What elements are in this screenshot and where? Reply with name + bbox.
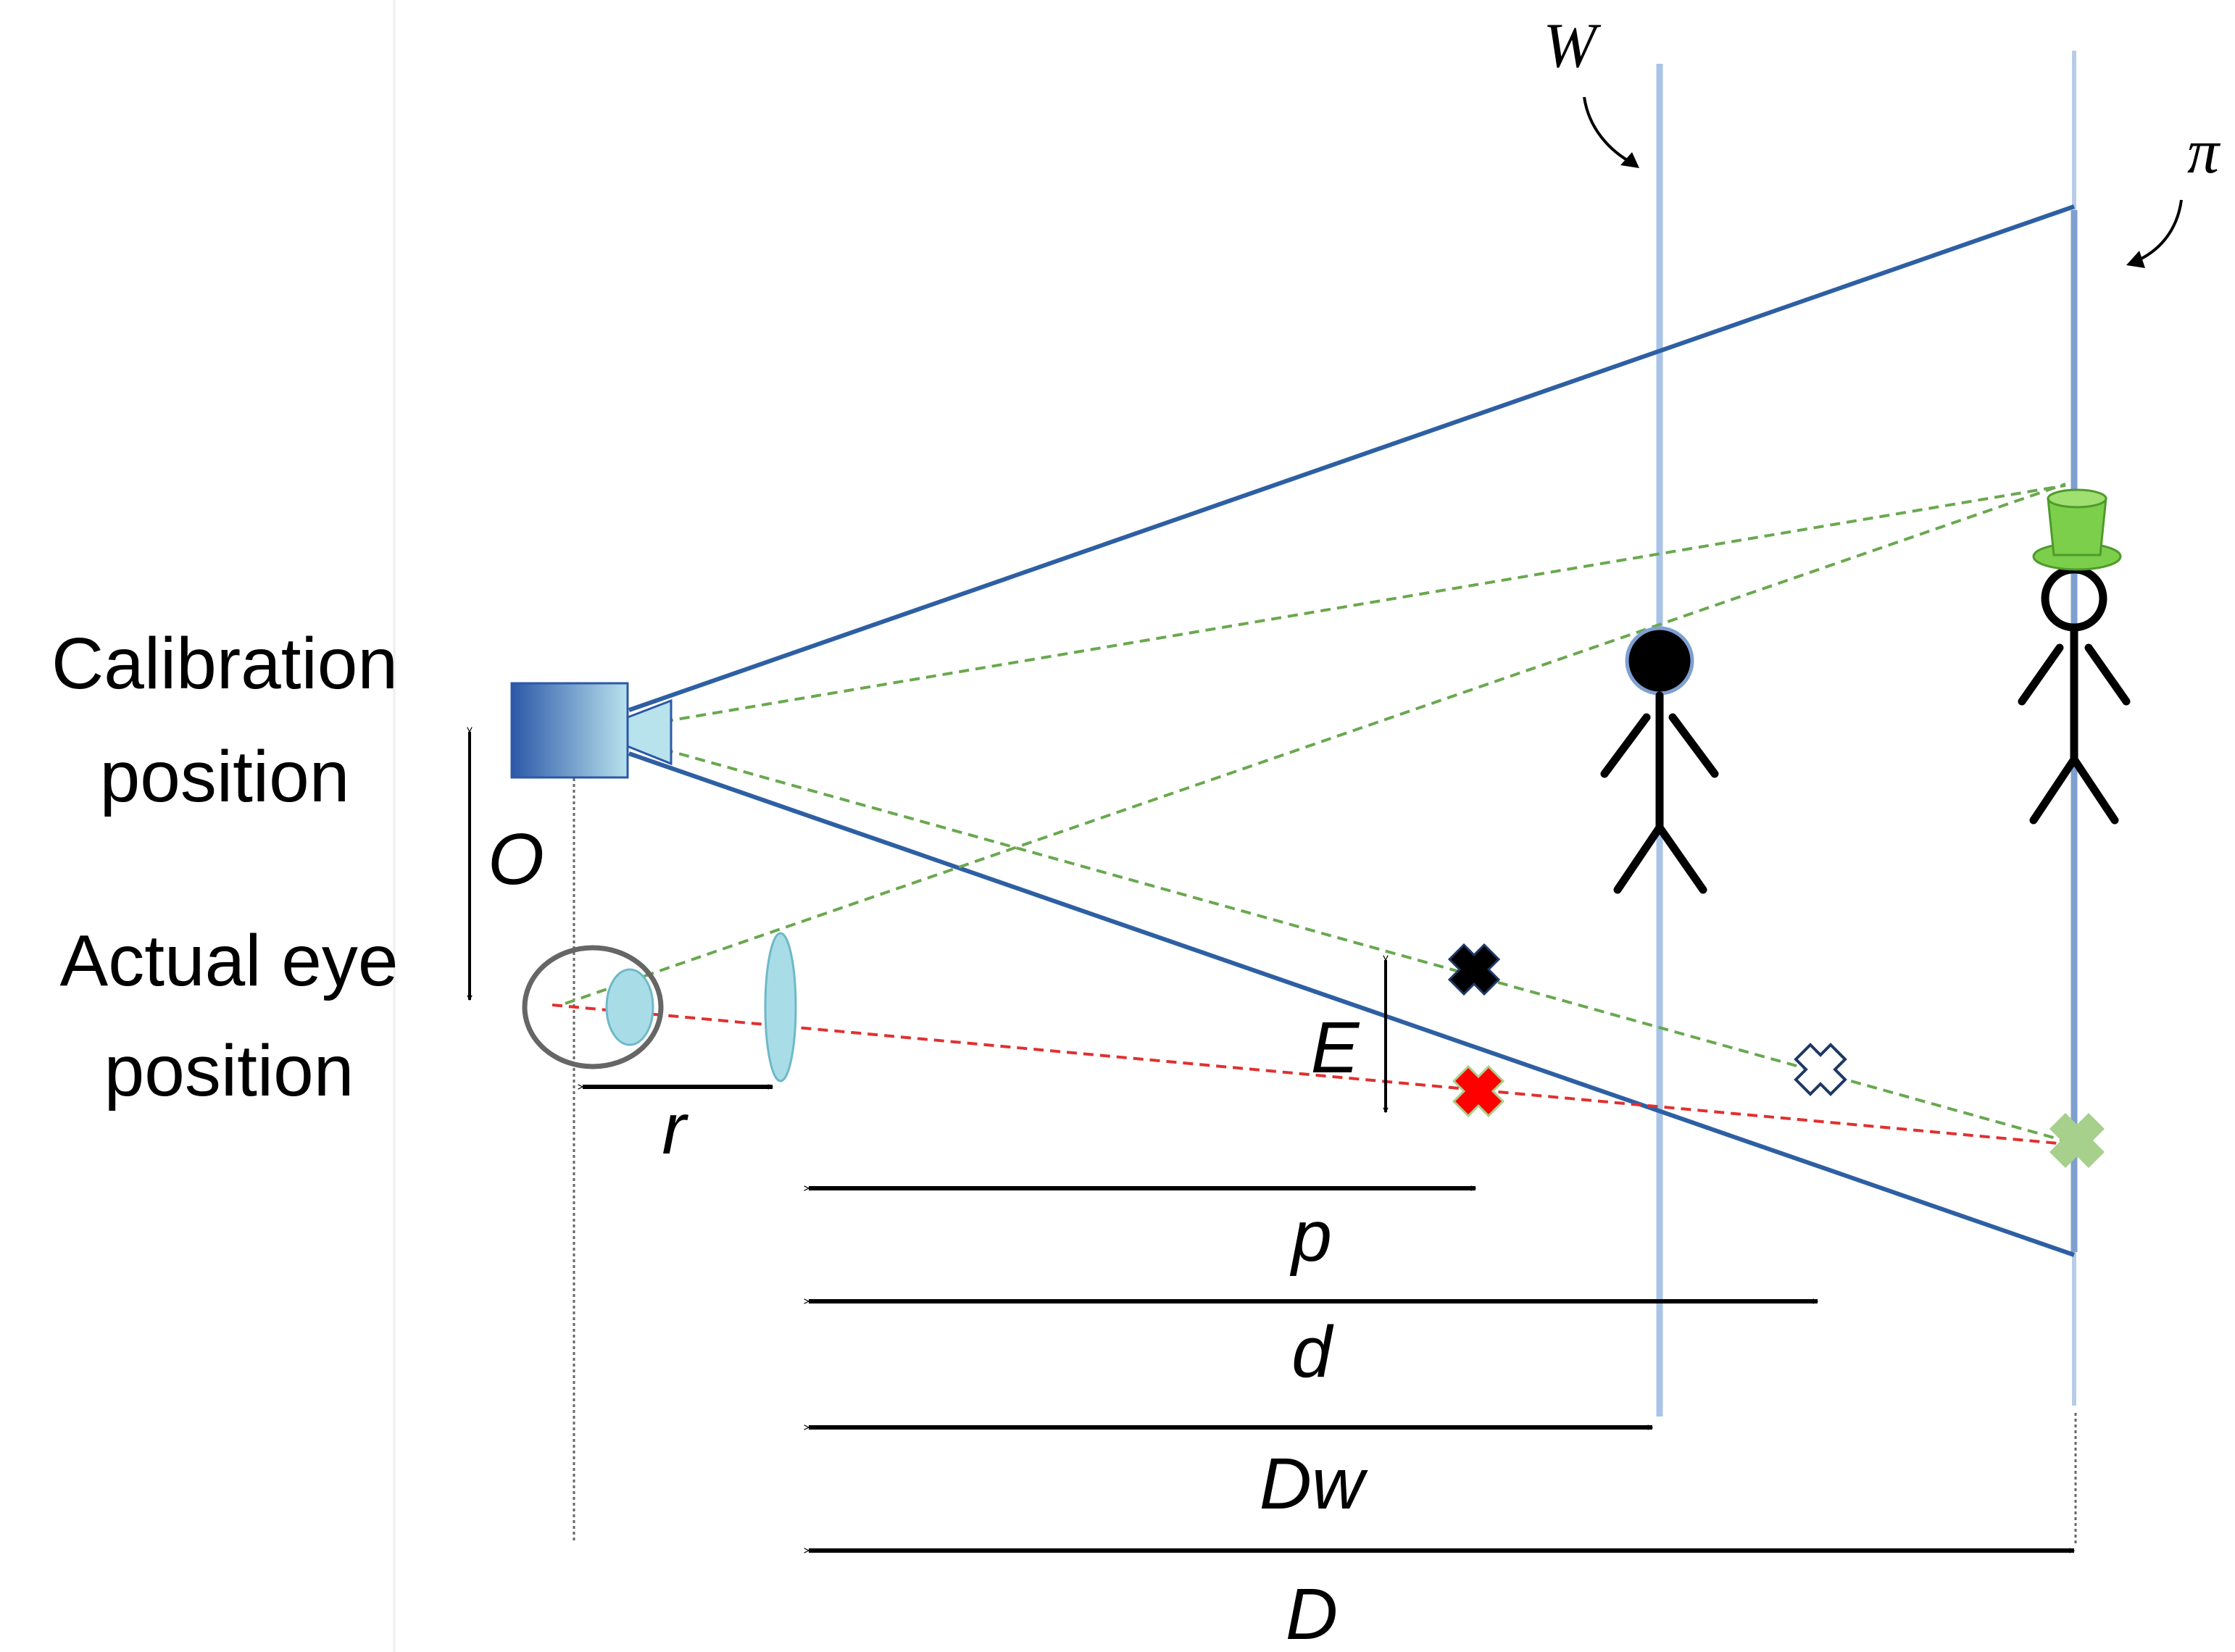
p-label: p [1289, 1196, 1332, 1277]
black-cross-icon [1447, 943, 1501, 996]
wall-pointer-arrow [1583, 96, 1634, 165]
d-label: d [1291, 1311, 1334, 1393]
actual-eye-label-line1: Actual eye [60, 920, 399, 1001]
wall-label: W [1543, 11, 1601, 81]
error-label: E [1311, 1007, 1360, 1088]
projection-line-upper [662, 484, 2066, 723]
person-icon [1600, 626, 1719, 894]
D-label: D [1286, 1574, 1338, 1652]
plane-label: π [2187, 117, 2221, 187]
actual-eye-label-line2: position [104, 1030, 354, 1111]
frustum-bottom-line [628, 751, 2075, 1257]
red-cross-icon [1452, 1064, 1505, 1118]
offset-label: O [488, 819, 544, 900]
eye-sightline-red [552, 1004, 2075, 1146]
person-with-hat-icon [2018, 488, 2131, 825]
eye-sightline-green [565, 483, 2066, 1005]
camera-icon [510, 682, 673, 779]
plane-pointer-arrow [2133, 199, 2183, 264]
calibration-label-line2: position [100, 736, 350, 817]
dw-label: Dw [1260, 1443, 1368, 1524]
wall-pointer-arrowhead [1620, 152, 1639, 168]
eye-relief-label: r [662, 1088, 688, 1169]
light-green-cross-icon [2049, 1113, 2105, 1168]
plane-pointer-arrowhead [2126, 251, 2145, 268]
projection-line-lower [662, 748, 2075, 1145]
hat-icon [2032, 488, 2122, 571]
eye-icon [522, 945, 664, 1069]
lens-icon [764, 932, 797, 1082]
outline-cross-icon [1794, 1043, 1847, 1096]
calibration-label-line1: Calibration [51, 623, 398, 704]
frustum-top-line [628, 204, 2075, 712]
